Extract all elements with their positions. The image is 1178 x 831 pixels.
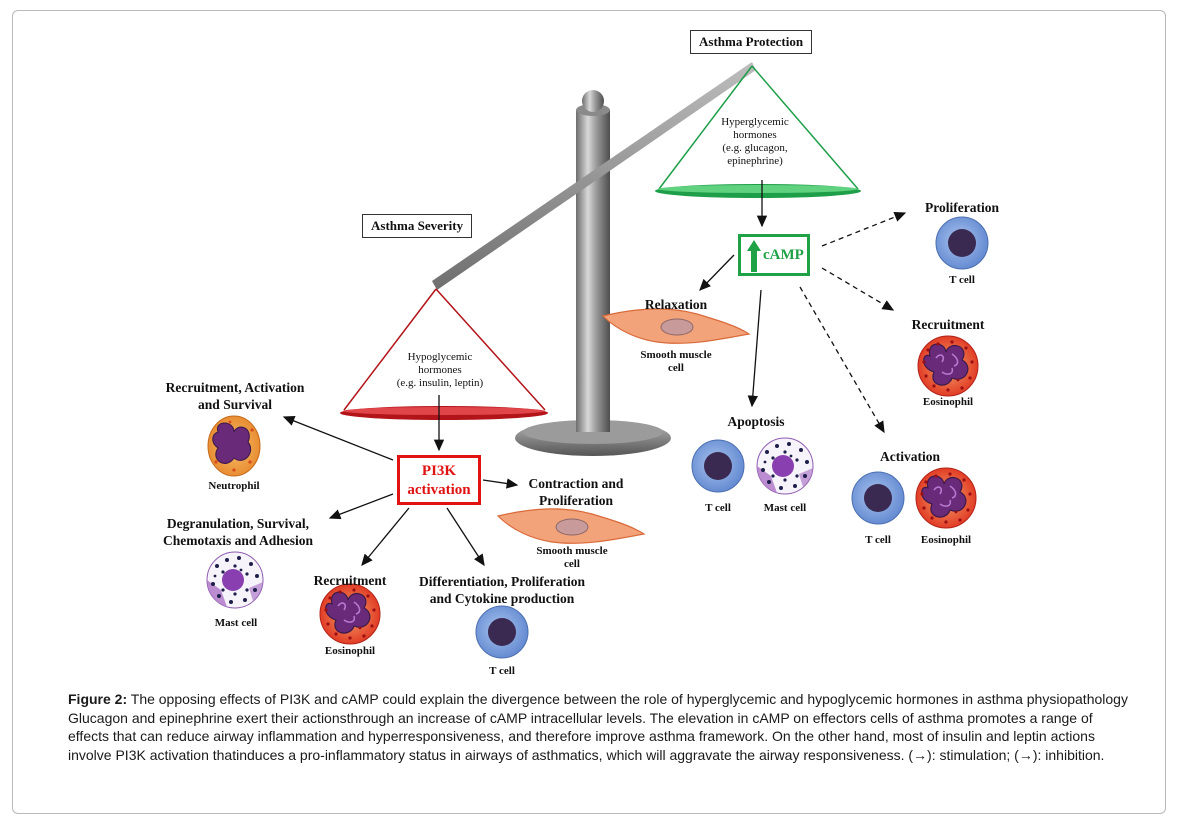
label-contraction: Contraction and Proliferation — [518, 475, 634, 509]
label-t-cell-activation: T cell — [865, 534, 891, 546]
label-recruitment-pi3k: Recruitment — [313, 573, 387, 588]
eosinophil-pi3k — [319, 583, 381, 645]
mast-cell-pi3k — [206, 551, 264, 609]
severity-pan — [340, 288, 548, 420]
hyper-line-3: (e.g. glucagon, — [722, 142, 788, 154]
label-neutrophil: Neutrophil — [208, 480, 260, 492]
arrow-pi3k-smooth — [482, 478, 519, 489]
sm1-line-2: cell — [564, 558, 580, 570]
sm2-line-2: cell — [668, 362, 684, 374]
diff-line-1: Differentiation, Proliferation — [419, 574, 585, 589]
scale-knob — [582, 90, 604, 112]
pi3k-activation-box: PI3K activation — [397, 455, 481, 505]
t-cell-activation — [851, 471, 905, 525]
degran-line-1: Degranulation, Survival, — [166, 516, 310, 531]
hyper-line-4: epinephrine) — [727, 155, 783, 167]
label-eosinophil-recruitment: Eosinophil — [922, 396, 974, 408]
label-smooth-muscle-pi3k: Smooth muscle cell — [520, 545, 624, 571]
protection-pan — [655, 65, 861, 198]
caption-title-text: The opposing effects of PI3K and cAMP co… — [127, 691, 1128, 707]
eosinophil-recruitment — [917, 335, 979, 397]
arrow-camp-proliferation — [821, 212, 907, 247]
camp-label: cAMP — [763, 247, 804, 263]
label-differentiation: Differentiation, Proliferation and Cytok… — [407, 573, 597, 607]
eosinophil-activation — [915, 467, 977, 529]
sm1-line-1: Smooth muscle — [536, 545, 608, 557]
arrow-pi3k-tcell — [446, 507, 485, 567]
degran-line-2: Chemotaxis and Adhesion — [162, 533, 314, 548]
asthma-protection-label: Asthma Protection — [690, 30, 813, 54]
hyperglycemic-hormones-text: Hyperglycemic hormones (e.g. glucagon, e… — [700, 116, 810, 168]
label-degranulation: Degranulation, Survival, Chemotaxis and … — [146, 515, 330, 549]
label-mast-cell-pi3k: Mast cell — [214, 617, 258, 629]
smooth-muscle-pi3k — [497, 508, 645, 544]
contraction-line-1: Contraction and — [528, 476, 624, 491]
mast-cell-apoptosis — [756, 437, 814, 495]
arrow-pi3k-neutrophil — [282, 415, 394, 461]
sm2-line-1: Smooth muscle — [640, 349, 712, 361]
scale-pole — [576, 110, 610, 432]
smooth-muscle-camp — [602, 308, 750, 344]
label-recruitment-camp: Recruitment — [911, 317, 985, 332]
t-cell-pi3k — [475, 605, 529, 659]
caption-body: Glucagon and epinephrine exert their act… — [68, 709, 1105, 763]
arrow-camp-relaxation — [699, 254, 735, 291]
ras-line-1: Recruitment, Activation — [165, 380, 305, 395]
label-activation: Activation — [880, 449, 940, 464]
arrow-pi3k-mast — [328, 493, 394, 520]
label-proliferation: Proliferation — [925, 200, 999, 215]
hypo-line-1: Hypoglycemic — [407, 351, 473, 363]
arrow-pi3k-eosinophil — [361, 507, 410, 567]
label-t-cell-apoptosis: T cell — [705, 502, 731, 514]
diff-line-2: and Cytokine production — [429, 591, 575, 606]
hyper-line-2: hormones — [733, 129, 777, 141]
figure-caption: Figure 2: The opposing effects of PI3K a… — [68, 690, 1128, 764]
hypo-line-2: hormones — [418, 364, 462, 376]
t-cell-apoptosis — [691, 439, 745, 493]
label-apoptosis: Apoptosis — [727, 414, 785, 429]
label-relaxation: Relaxation — [644, 297, 708, 312]
arrow-camp-apoptosis — [747, 289, 762, 408]
caption-figure-label: Figure 2: — [68, 691, 128, 707]
neutrophil-cell — [207, 415, 261, 477]
caption-title: Figure 2: The opposing effects of PI3K a… — [68, 690, 1128, 709]
label-eosinophil-pi3k: Eosinophil — [324, 645, 376, 657]
label-mast-cell-apoptosis: Mast cell — [763, 502, 807, 514]
ras-line-2: and Survival — [198, 397, 272, 412]
arrow-camp-activation — [799, 286, 885, 434]
pi3k-line-1: PI3K — [421, 463, 457, 479]
hyper-line-1: Hyperglycemic — [721, 116, 789, 128]
label-t-cell-proliferation: T cell — [949, 274, 975, 286]
pi3k-line-2: activation — [407, 482, 471, 498]
up-arrow-icon — [747, 240, 761, 272]
asthma-severity-label: Asthma Severity — [362, 214, 473, 238]
scale-beam — [432, 62, 756, 290]
label-eosinophil-activation: Eosinophil — [920, 534, 972, 546]
contraction-line-2: Proliferation — [539, 493, 613, 508]
hypoglycemic-hormones-text: Hypoglycemic hormones (e.g. insulin, lep… — [378, 351, 502, 390]
arrow-camp-recruitment — [821, 267, 895, 311]
hypo-line-3: (e.g. insulin, leptin) — [396, 377, 484, 389]
label-t-cell-pi3k: T cell — [489, 665, 515, 677]
camp-box: cAMP — [738, 234, 810, 276]
label-smooth-muscle-camp: Smooth muscle cell — [624, 349, 728, 375]
t-cell-proliferation — [935, 216, 989, 270]
label-recruit-activation-survival: Recruitment, Activation and Survival — [150, 379, 320, 413]
